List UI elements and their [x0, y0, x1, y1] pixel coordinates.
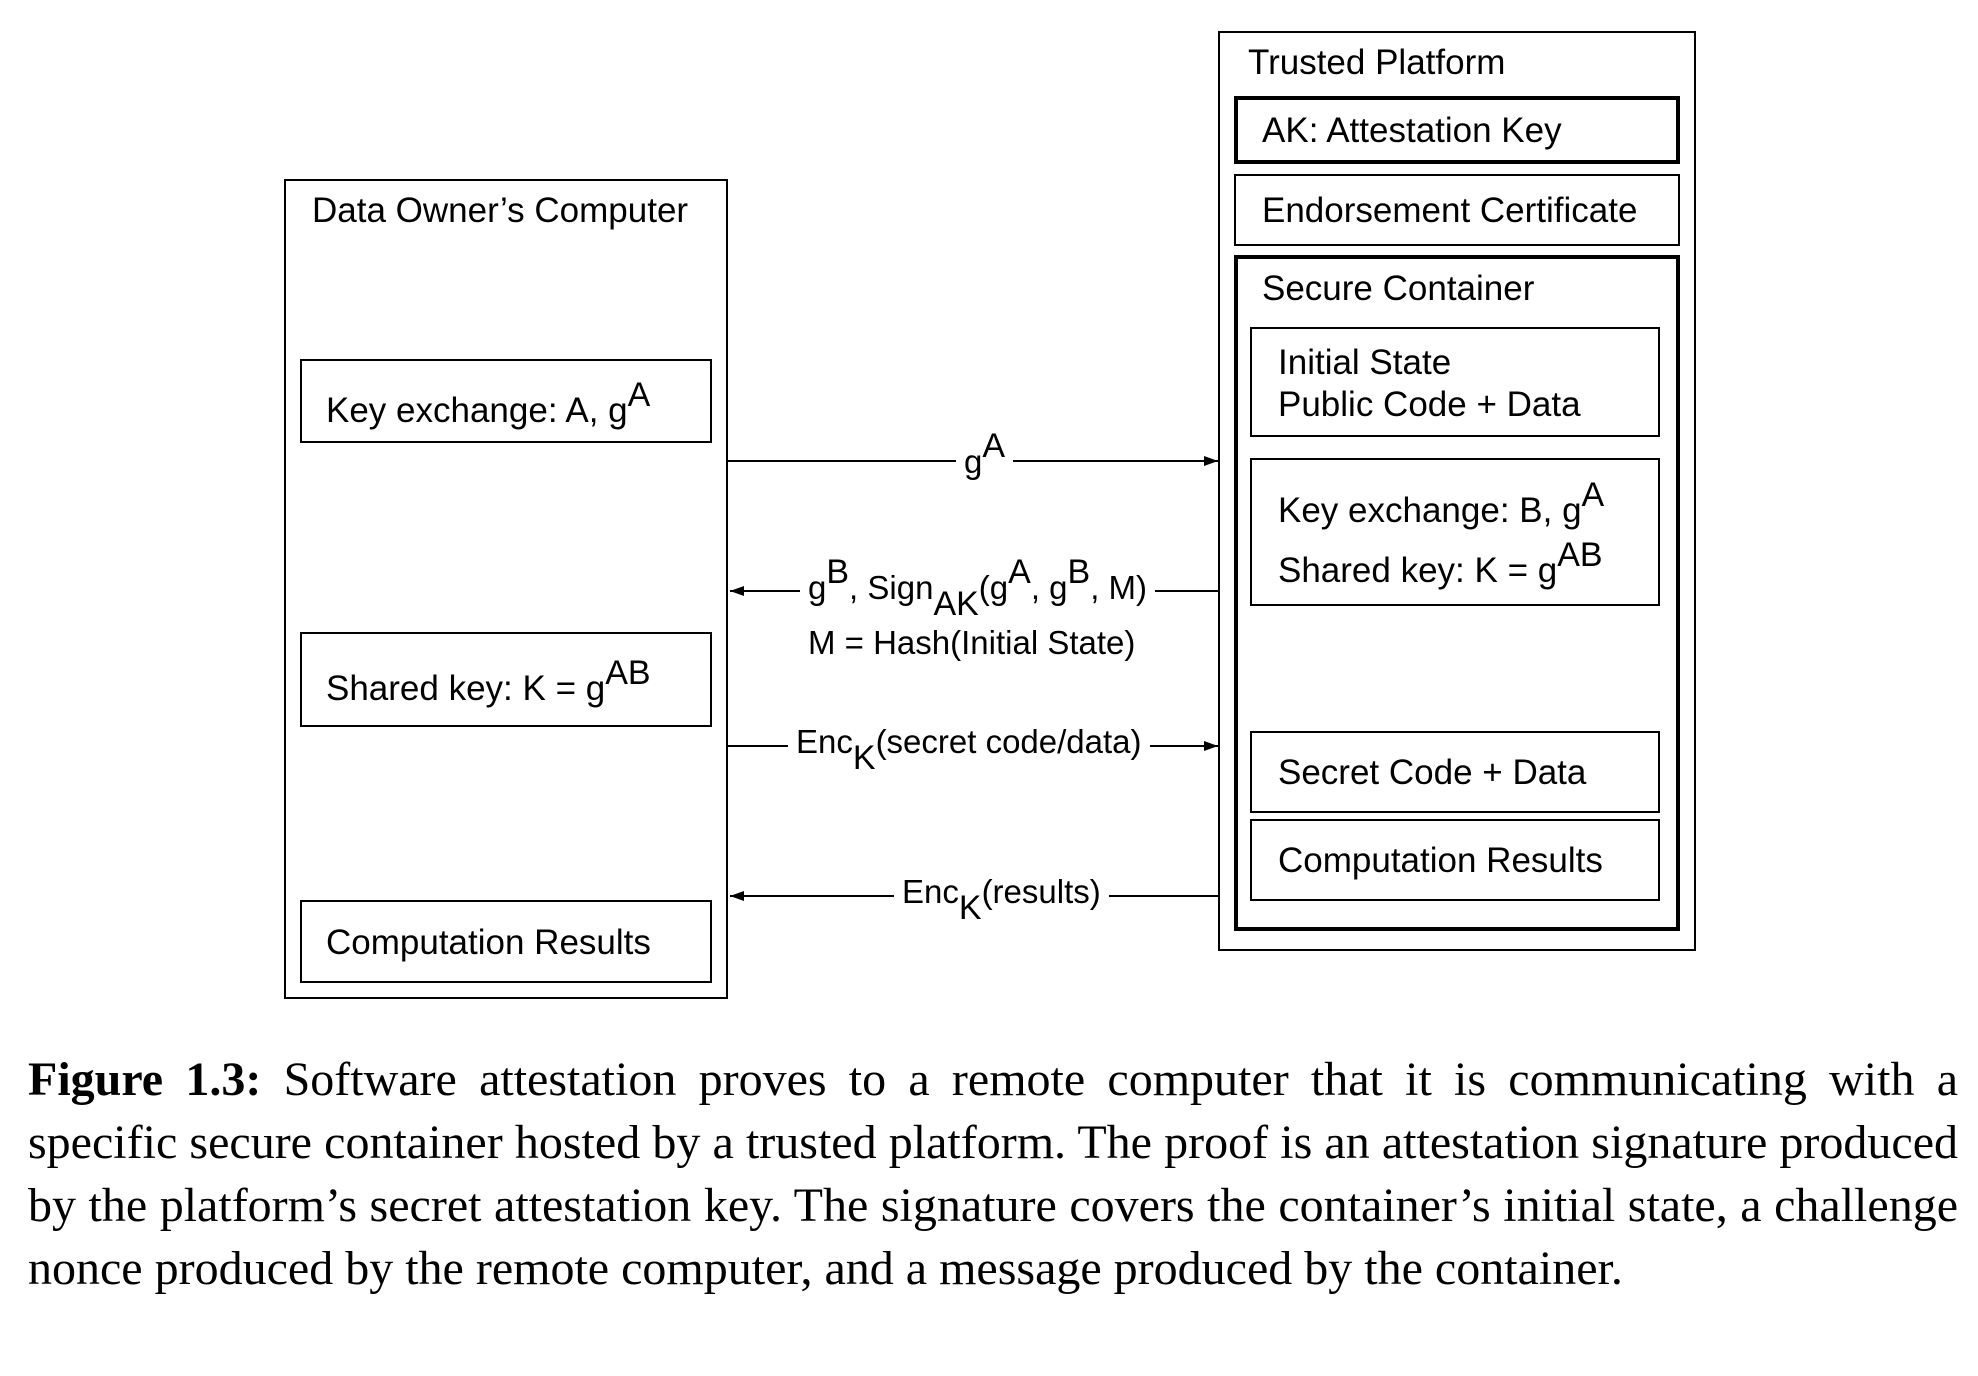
message-signed-g: g — [808, 569, 827, 606]
secret-code-box — [1250, 731, 1660, 813]
owner-shared-key-text: Shared key: K = g — [326, 669, 606, 708]
attestation-key-box — [1234, 96, 1680, 164]
message-signed-paren-g: (g — [978, 569, 1009, 606]
secret-code-label: Secret Code + Data — [1278, 753, 1587, 792]
message-signed-sup-a: A — [1008, 553, 1031, 591]
owner-key-exchange-box — [300, 359, 712, 443]
container-shared-key-sup: AB — [1557, 536, 1603, 574]
message-signed-sign: , Sign — [849, 569, 934, 606]
initial-state-line2: Public Code + Data — [1278, 385, 1581, 424]
data-owner-computer-box — [284, 179, 728, 999]
message-ga-base: g — [964, 443, 983, 480]
endorsement-certificate-box — [1234, 174, 1680, 246]
container-results-label: Computation Results — [1278, 841, 1603, 880]
message-secret-sub: K — [852, 739, 876, 777]
message-results-rest: (results) — [981, 873, 1101, 910]
owner-shared-key-sup: AB — [605, 654, 651, 692]
container-key-exchange-sup: A — [1581, 476, 1605, 514]
owner-key-exchange-text: Key exchange: A, g — [326, 391, 628, 430]
trusted-platform-title: Trusted Platform — [1248, 43, 1506, 82]
container-key-box — [1250, 458, 1660, 606]
figure-caption: Figure 1.3: Software attestation proves … — [28, 1048, 1958, 1300]
message-signed-sup-b: B — [826, 553, 850, 591]
container-key-exchange-label: Key exchange: B, gA — [1278, 476, 1604, 532]
message-hash-line: M = Hash(Initial State) — [800, 623, 1144, 663]
owner-shared-key-box — [300, 632, 712, 727]
message-signed-comma-g: , g — [1030, 569, 1068, 606]
message-secret-rest: (secret code/data) — [875, 723, 1142, 760]
container-key-exchange-text: Key exchange: B, g — [1278, 491, 1582, 530]
initial-state-box — [1250, 327, 1660, 437]
message-signed-end: , M) — [1090, 569, 1148, 606]
container-results-box — [1250, 819, 1660, 901]
message-signed-sup-b2: B — [1067, 553, 1091, 591]
data-owner-title: Data Owner’s Computer — [312, 191, 689, 230]
owner-shared-key-label: Shared key: K = gAB — [326, 654, 651, 710]
message-results-sub: K — [958, 889, 982, 927]
message-ga-sup: A — [982, 427, 1006, 465]
figure-caption-text: Software attestation proves to a remote … — [28, 1053, 1959, 1295]
message-secret: EncK(secret code/data) — [788, 722, 1150, 777]
message-signed-sub-ak: AK — [933, 585, 979, 623]
initial-state-line1: Initial State — [1278, 343, 1452, 382]
message-secret-enc: Enc — [796, 723, 853, 760]
figure-label: Figure 1.3: — [28, 1053, 262, 1106]
owner-key-exchange-sup: A — [627, 376, 651, 414]
endorsement-certificate-label: Endorsement Certificate — [1262, 191, 1638, 230]
container-shared-key-label: Shared key: K = gAB — [1278, 536, 1603, 592]
container-shared-key-text: Shared key: K = g — [1278, 551, 1558, 590]
message-results: EncK(results) — [894, 872, 1109, 927]
owner-results-label: Computation Results — [326, 923, 651, 962]
attestation-key-label: AK: Attestation Key — [1262, 111, 1562, 150]
owner-results-box — [300, 900, 712, 983]
attestation-diagram: Data Owner’s Computer Key exchange: A, g… — [284, 31, 1696, 999]
secure-container-title: Secure Container — [1262, 269, 1535, 308]
message-results-enc: Enc — [902, 873, 959, 910]
message-signed-response: gB, SignAK(gA, gB, M) — [800, 553, 1156, 623]
owner-key-exchange-label: Key exchange: A, gA — [326, 376, 650, 432]
message-ga: gA — [956, 427, 1014, 483]
